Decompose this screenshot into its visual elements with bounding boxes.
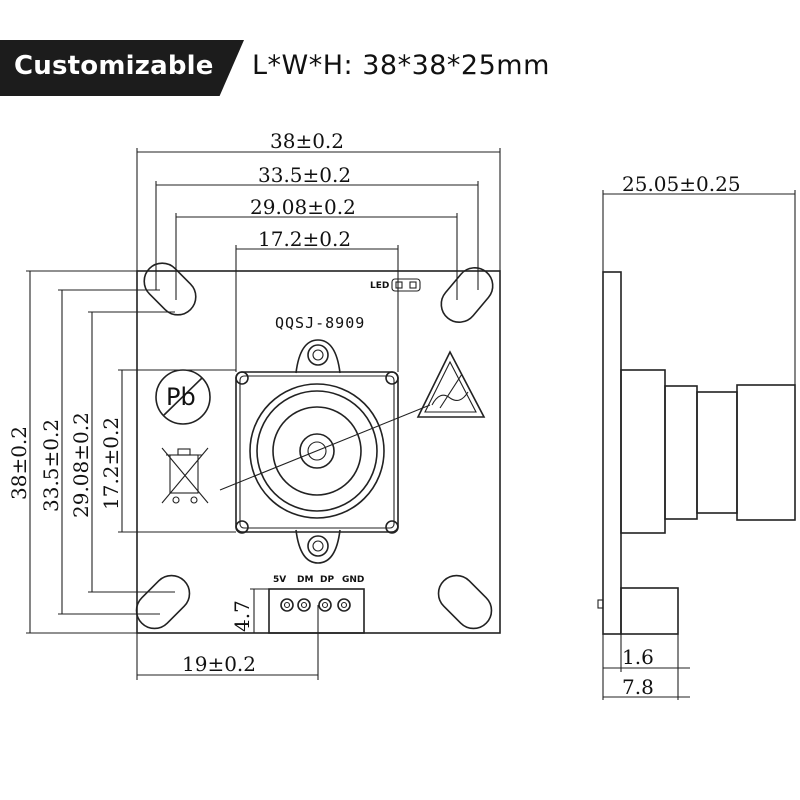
mounting-slot-top-left	[143, 262, 197, 316]
esd-warning-icon	[416, 350, 486, 418]
pin-label-dp: DP	[320, 575, 334, 585]
led-label: LED	[370, 281, 389, 291]
led-component	[391, 278, 421, 292]
height-dim-33-5: 33.5±0.2	[39, 419, 63, 512]
model-label: QQSJ-8909	[275, 314, 365, 332]
mounting-slot-bottom-left	[135, 574, 191, 630]
side-connector	[620, 587, 679, 635]
weee-bin-icon	[161, 447, 209, 504]
height-dimensions: 38±0.2 33.5±0.2 29.08±0.2 17.2±0.2	[7, 270, 236, 634]
side-view: 25.05±0.25 1.6 7.8	[597, 172, 796, 700]
width-dim-29-08: 29.08±0.2	[250, 195, 356, 219]
connector-offset-dim: 19±0.2	[182, 652, 256, 676]
width-dim-33-5: 33.5±0.2	[258, 163, 351, 187]
height-dim-38: 38±0.2	[7, 426, 31, 500]
height-dim-29-08: 29.08±0.2	[69, 412, 93, 518]
width-dim-17-2: 17.2±0.2	[258, 227, 351, 251]
overall-dimensions: L*W*H: 38*38*25mm	[252, 50, 550, 81]
pin-label-dm: DM	[297, 575, 313, 585]
connector-depth-dim: 7.8	[622, 675, 654, 699]
pin-label-5v: 5V	[273, 575, 286, 585]
side-pcb	[602, 271, 622, 635]
pb-free-icon: Pb	[155, 369, 211, 425]
side-lens-thread	[696, 391, 738, 514]
lens-holder	[235, 371, 399, 534]
lens-mount-ear-bottom	[295, 529, 341, 564]
badge-background	[0, 40, 244, 96]
side-lens-holder	[620, 369, 666, 534]
badge-label: Customizable	[14, 51, 214, 81]
svg-text:Pb: Pb	[166, 383, 196, 411]
depth-dim: 25.05±0.25	[622, 172, 741, 196]
pcb-thickness-dim: 1.6	[622, 645, 654, 669]
front-view: LED QQSJ-8909	[135, 262, 501, 634]
connector-height-dim: 4.7	[230, 600, 254, 632]
side-lens-front	[736, 384, 796, 521]
side-lens-barrel	[664, 385, 698, 520]
width-dimensions: 38±0.2 33.5±0.2 29.08±0.2 17.2±0.2 19±0.…	[136, 129, 501, 680]
lens-mount-ear-top	[295, 339, 341, 374]
pin-label-gnd: GND	[342, 575, 364, 585]
height-dim-17-2: 17.2±0.2	[99, 417, 123, 510]
camera-lens	[219, 383, 431, 519]
usb-connector: 5V DM DP GND	[268, 575, 365, 634]
mounting-slot-bottom-right	[437, 574, 493, 630]
width-dim-38: 38±0.2	[270, 129, 344, 153]
connector-housing	[268, 588, 365, 634]
mounting-slot-top-right	[440, 267, 494, 323]
customizable-badge: Customizable	[0, 40, 244, 96]
